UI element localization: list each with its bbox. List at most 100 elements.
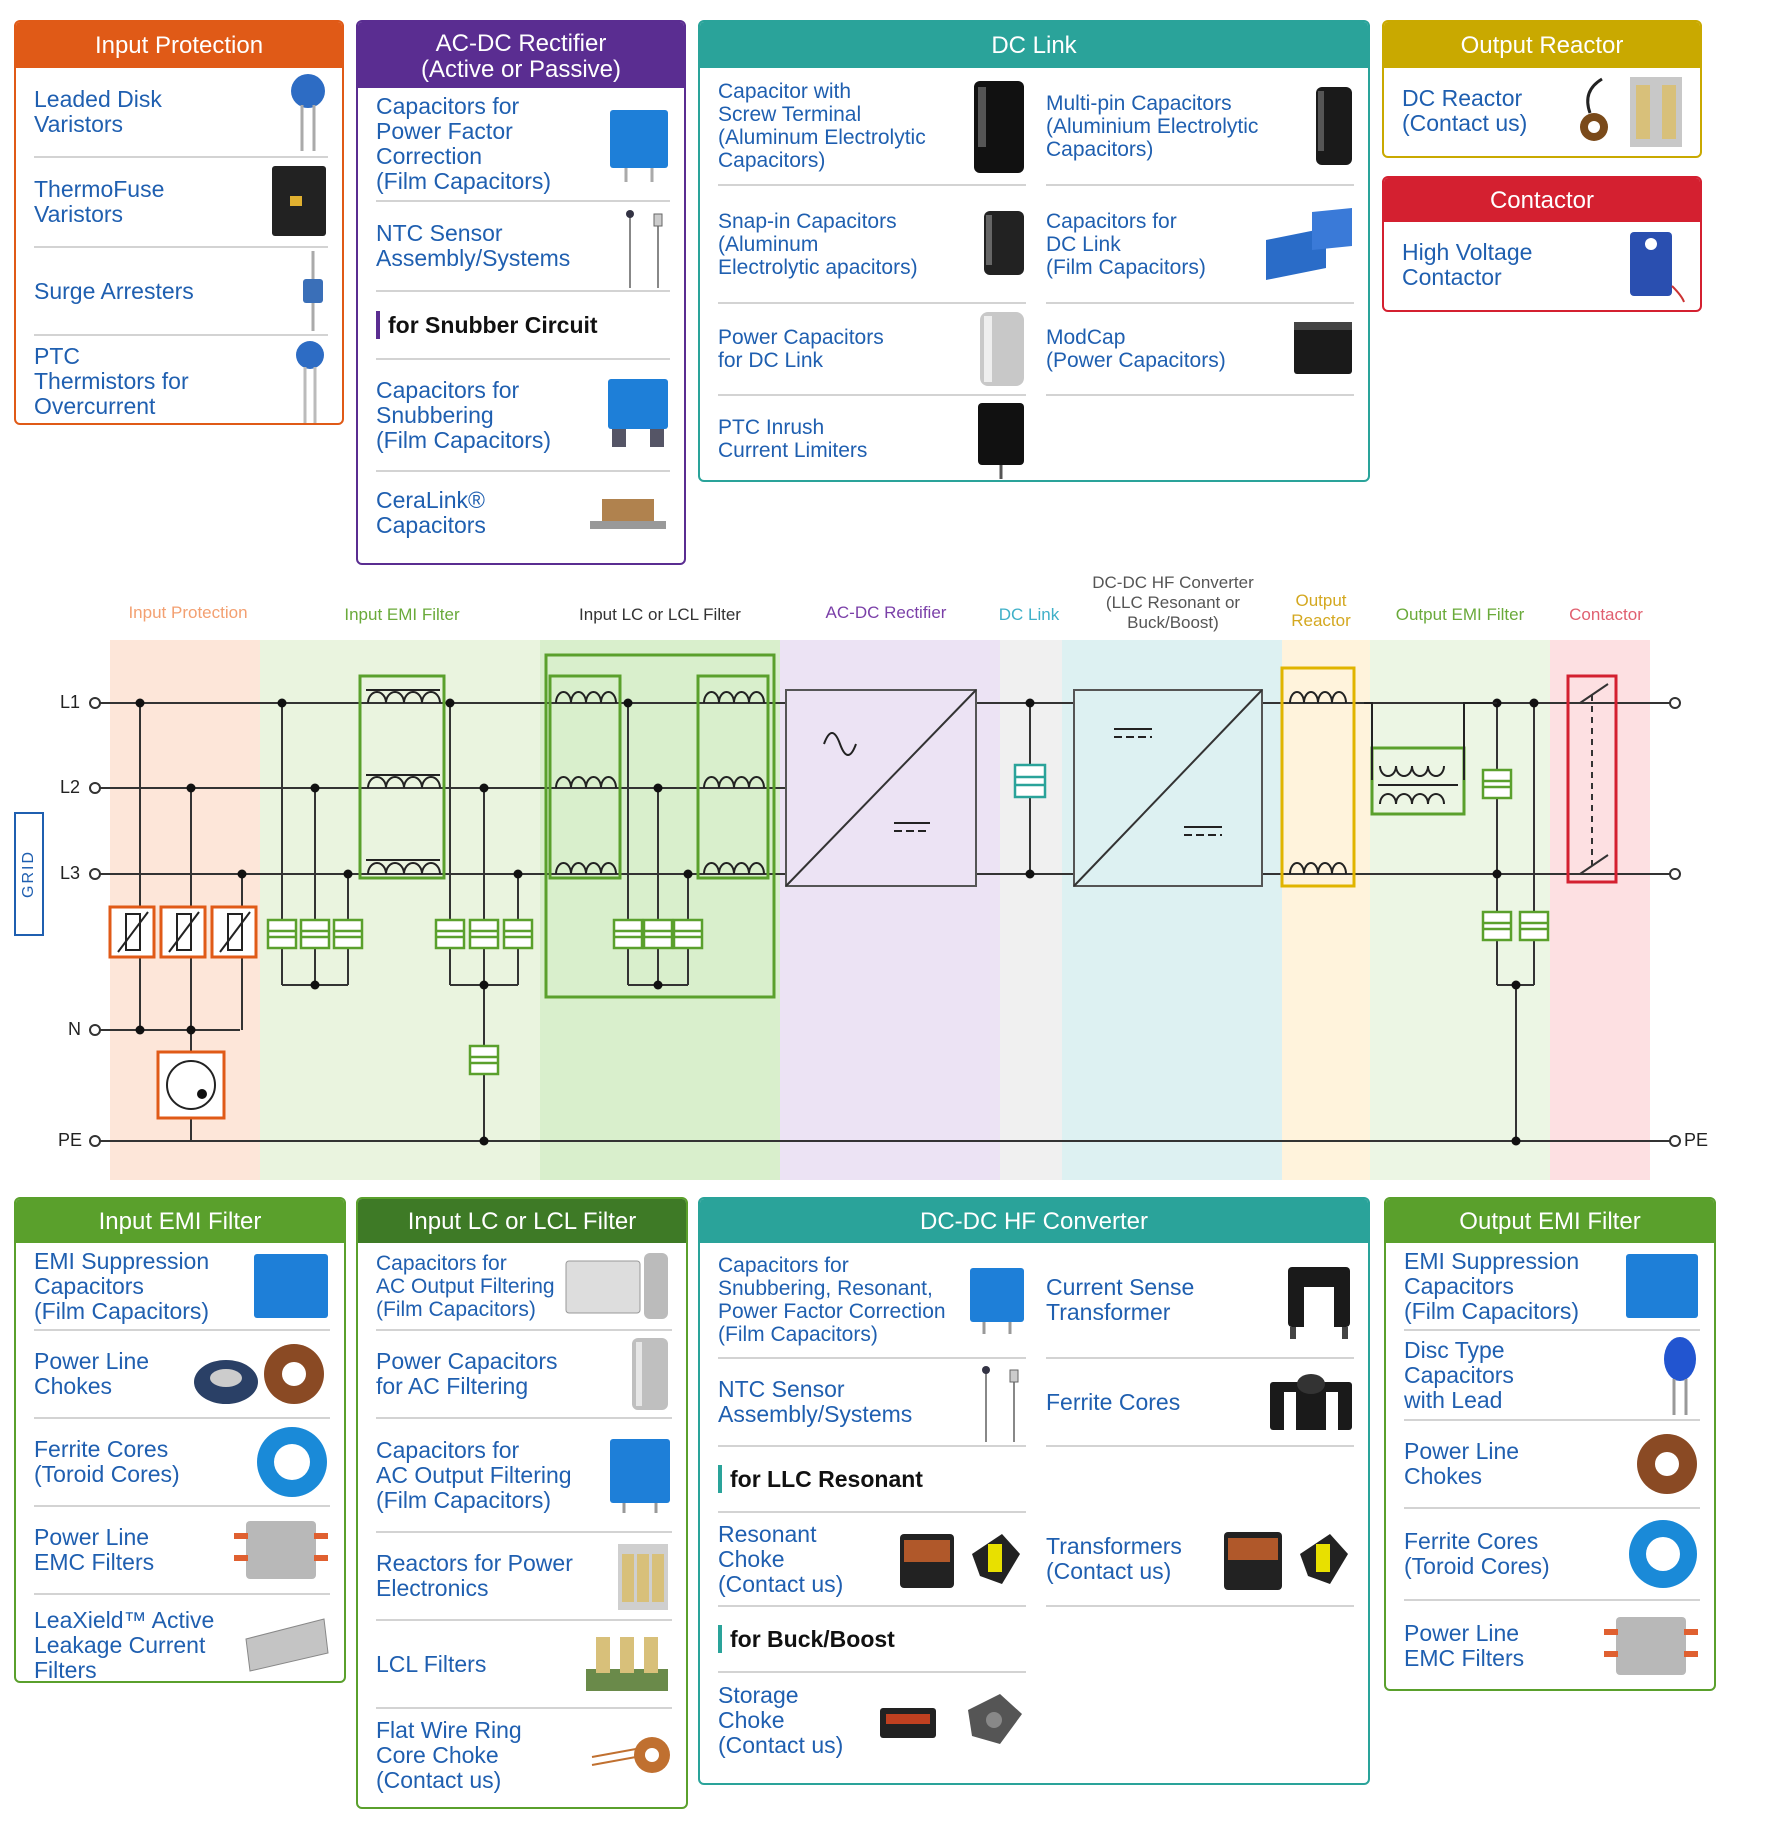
list-item[interactable]: LCL Filters [376, 1621, 672, 1709]
list-item[interactable]: NTC Sensor Assembly/Systems [376, 202, 670, 292]
heading-text: for Buck/Boost [730, 1625, 895, 1652]
multi-pin-capacitor-icon [1316, 87, 1352, 165]
list-item[interactable]: ThermoFuse Varistors [34, 158, 328, 248]
item-label: Storage Choke (Contact us) [718, 1681, 844, 1758]
item-label: DC Reactor (Contact us) [1402, 85, 1528, 136]
list-item[interactable]: Power Capacitors for AC Filtering [376, 1331, 672, 1419]
list-item[interactable]: PTC Thermistors for Overcurrent [34, 336, 328, 423]
list-item[interactable]: Capacitors for Power Factor Correction (… [376, 88, 670, 202]
list-item[interactable]: Capacitors for AC Output Filtering (Film… [376, 1419, 672, 1533]
grid-label-text: GRID [20, 850, 37, 898]
high-voltage-contactor-icon [1630, 232, 1685, 303]
list-item[interactable]: LeaXield™ Active Leakage Current Filters [34, 1595, 330, 1681]
ferrite-toroid-icon [1629, 1520, 1697, 1588]
disk-varistor-icon [291, 74, 325, 151]
list-item[interactable]: Power Line EMC Filters [1404, 1601, 1700, 1689]
panel-title-line1: AC-DC Rectifier [435, 30, 607, 57]
item-label: Power Line Chokes [34, 1348, 150, 1399]
panel-title: DC-DC HF Converter [700, 1199, 1368, 1243]
list-item[interactable]: Ferrite Cores [1046, 1359, 1354, 1447]
panel-input-lc-filter: Input LC or LCL Filter Capacitors for AC… [356, 1197, 688, 1809]
stage-label-input-protection: Input Protection [128, 603, 248, 622]
panel-dc-dc-converter: DC-DC HF Converter Capacitors for Snubbe… [698, 1197, 1370, 1785]
list-item[interactable]: Capacitors for DC Link (Film Capacitors) [1046, 186, 1354, 304]
list-item[interactable]: Power Line EMC Filters [34, 1507, 330, 1595]
stage-label-output-reactor: Output Reactor [1291, 591, 1351, 630]
panel-title: Contactor [1384, 178, 1700, 222]
ferrite-core-icon [1270, 1374, 1352, 1430]
list-item[interactable]: Multi-pin Capacitors (Aluminium Electrol… [1046, 68, 1354, 186]
list-item[interactable]: Ferrite Cores (Toroid Cores) [1404, 1509, 1700, 1601]
leaxield-filter-icon [245, 1618, 329, 1672]
list-item[interactable]: ModCap (Power Capacitors) [1046, 304, 1354, 396]
list-item[interactable]: Flat Wire Ring Core Choke (Contact us) [376, 1709, 672, 1801]
section-heading-snubber: for Snubber Circuit [376, 292, 670, 360]
panel-title: Output Reactor [1384, 22, 1700, 68]
dc-reactor-icon [1580, 77, 1682, 147]
line-label-pe-right: PE [1684, 1130, 1709, 1150]
ptc-thermistor-icon [296, 341, 324, 423]
list-item[interactable]: Power Line Chokes [34, 1331, 330, 1419]
list-item[interactable]: Surge Arresters [34, 248, 328, 336]
list-item[interactable]: EMI Suppression Capacitors (Film Capacit… [1404, 1243, 1700, 1331]
list-item[interactable]: High Voltage Contactor [1402, 222, 1686, 308]
panel-contactor: Contactor High Voltage Contactor [1382, 176, 1702, 312]
list-item[interactable]: Capacitors for Snubbering (Film Capacito… [376, 360, 670, 472]
list-item[interactable]: Power Capacitors for DC Link [718, 304, 1026, 396]
heading-bar [376, 311, 380, 339]
list-item[interactable]: Resonant Choke (Contact us) [718, 1513, 1026, 1607]
item-label: Surge Arresters [34, 277, 194, 304]
list-item[interactable]: Capacitor with Screw Terminal (Aluminum … [718, 68, 1026, 186]
item-label: Power Capacitors for DC Link [718, 326, 884, 372]
grid-label: GRID [16, 814, 42, 934]
line-label-pe: PE [58, 1130, 83, 1150]
list-item[interactable]: Capacitors for Snubbering, Resonant, Pow… [718, 1243, 1026, 1359]
list-item[interactable]: Ferrite Cores (Toroid Cores) [34, 1419, 330, 1507]
panel-title: Input LC or LCL Filter [358, 1199, 686, 1243]
item-label: Ferrite Cores (Toroid Cores) [1404, 1528, 1550, 1579]
power-line-choke-icon [1637, 1434, 1697, 1494]
ntc-sensor-icon [626, 210, 663, 288]
line-label-l1: L1 [60, 692, 81, 712]
list-item[interactable]: Storage Choke (Contact us) [718, 1673, 1026, 1767]
ac-filter-capacitor-icon [565, 1253, 668, 1319]
surge-arrester-icon [303, 251, 323, 331]
item-label: Disc Type Capacitors with Lead [1404, 1336, 1514, 1413]
emc-filter-icon [1604, 1617, 1698, 1675]
item-label: PTC Thermistors for Overcurrent [34, 342, 189, 419]
line-label-l3: L3 [60, 863, 81, 883]
stage-label-dc-link: DC Link [998, 605, 1060, 624]
item-label: Capacitors for Snubbering (Film Capacito… [376, 376, 552, 453]
item-label: Capacitors for AC Output Filtering (Film… [376, 1251, 555, 1321]
grid-label-box: GRID [14, 812, 44, 936]
stage-label-contactor: Contactor [1569, 605, 1643, 624]
list-item[interactable]: Transformers (Contact us) [1046, 1513, 1354, 1607]
list-item[interactable]: Snap-in Capacitors (Aluminum Electrolyti… [718, 186, 1026, 304]
item-label: NTC Sensor Assembly/Systems [718, 1376, 913, 1427]
list-item[interactable]: Reactors for Power Electronics [376, 1533, 672, 1621]
list-item[interactable]: EMI Suppression Capacitors (Film Capacit… [34, 1243, 330, 1331]
list-item[interactable]: DC Reactor (Contact us) [1402, 68, 1686, 154]
list-item[interactable]: Current Sense Transformer [1046, 1243, 1354, 1359]
list-item[interactable]: NTC Sensor Assembly/Systems [718, 1359, 1026, 1447]
list-item[interactable]: Leaded Disk Varistors [34, 68, 328, 158]
dc-link-film-capacitor-icon [1266, 208, 1352, 280]
panel-title: AC-DC Rectifier (Active or Passive) [358, 22, 684, 88]
section-heading-buck-boost: for Buck/Boost [718, 1607, 1026, 1673]
list-item[interactable]: Disc Type Capacitors with Lead [1404, 1331, 1700, 1421]
stage-label-output-emi-filter: Output EMI Filter [1395, 605, 1525, 624]
item-label: ModCap (Power Capacitors) [1046, 326, 1226, 372]
list-item[interactable]: Power Line Chokes [1404, 1421, 1700, 1509]
panel-input-protection: Input Protection Leaded Disk Varistors T… [14, 20, 344, 425]
ac-film-capacitor-icon [610, 1439, 670, 1513]
list-item[interactable]: Capacitors for AC Output Filtering (Film… [376, 1243, 672, 1331]
emc-filter-icon [234, 1521, 328, 1579]
list-item[interactable]: PTC Inrush Current Limiters [718, 396, 1026, 480]
ring-core-choke-icon [591, 1737, 670, 1773]
stage-label-ac-dc-rectifier: AC-DC Rectifier [825, 603, 947, 622]
ptc-inrush-limiter-icon [978, 403, 1024, 479]
list-item[interactable]: CeraLink® Capacitors [376, 472, 670, 554]
thermofuse-varistor-icon [272, 166, 326, 236]
item-label: PTC Inrush Current Limiters [718, 416, 868, 462]
panel-output-emi-filter: Output EMI Filter EMI Suppression Capaci… [1384, 1197, 1716, 1691]
